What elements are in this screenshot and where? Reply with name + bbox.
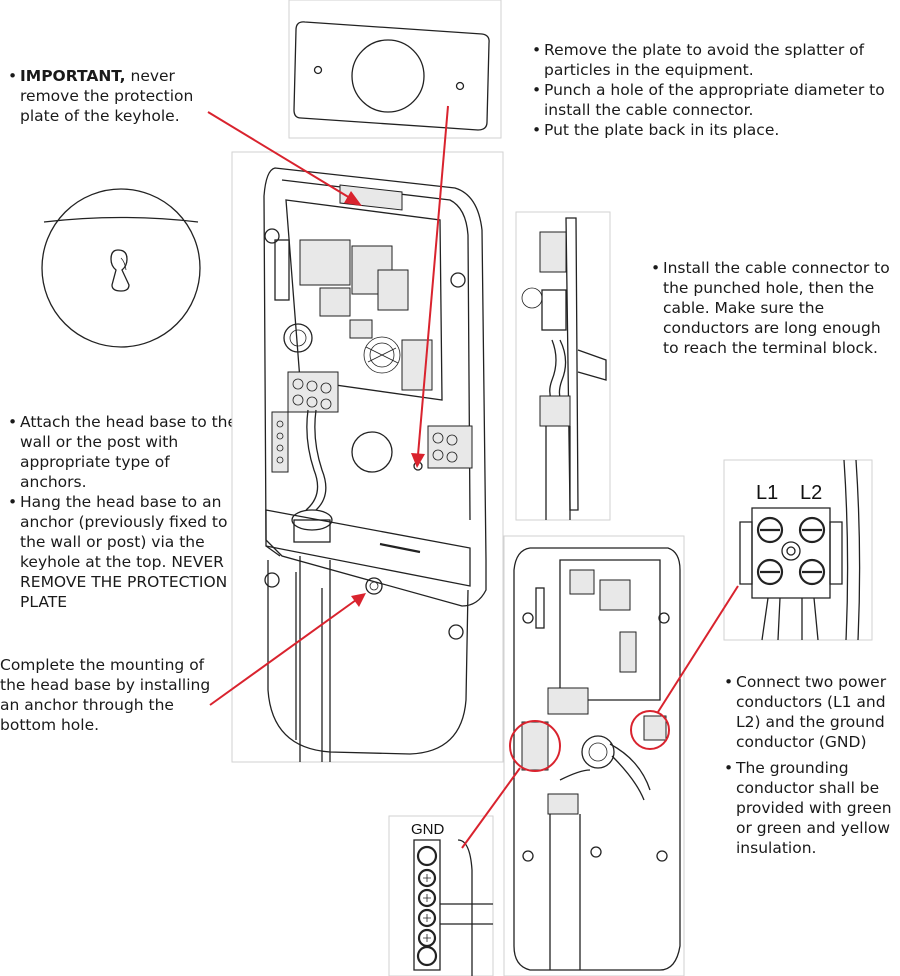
gnd-label: GND (411, 821, 445, 838)
mounting-instructions: Attach the head base to the wall or the … (8, 412, 240, 612)
keyhole-detail (41, 188, 201, 348)
callout-arrows (207, 105, 739, 849)
plate-step-1: Remove the plate to avoid the splatter o… (532, 40, 887, 80)
protection-plate-figure (288, 0, 502, 139)
terminal-detail-figure: L1 L2 (723, 459, 873, 641)
mount-step-1: Attach the head base to the wall or the … (8, 412, 240, 492)
conductor-instructions: Connect two power conductors (L1 and L2)… (724, 672, 894, 858)
important-text: never remove the protection plate of the… (20, 67, 194, 125)
conductor-step-2: The grounding conductor shall be provide… (724, 758, 894, 858)
plate-step-2: Punch a hole of the appropriate diameter… (532, 80, 887, 120)
mount-step-2: Hang the head base to an anchor (previou… (8, 492, 240, 612)
bottom-hole-instruction: Complete the mounting of the head base b… (0, 656, 211, 734)
l1-label: L1 (756, 482, 778, 504)
side-view-figure (515, 211, 611, 521)
important-label: IMPORTANT, (20, 67, 126, 85)
plate-step-3: Put the plate back in its place. (532, 120, 887, 140)
conductor-step-1: Connect two power conductors (L1 and L2)… (724, 672, 894, 752)
plate-instructions: Remove the plate to avoid the splatter o… (532, 40, 887, 140)
head-base-figure (231, 151, 504, 763)
cable-connector-instruction: Install the cable connector to the punch… (651, 258, 900, 358)
gnd-detail-figure: GND (388, 815, 494, 976)
l2-label: L2 (800, 482, 822, 504)
wiring-overview-figure (503, 535, 685, 976)
important-note: IMPORTANT, never remove the protection p… (8, 66, 198, 126)
